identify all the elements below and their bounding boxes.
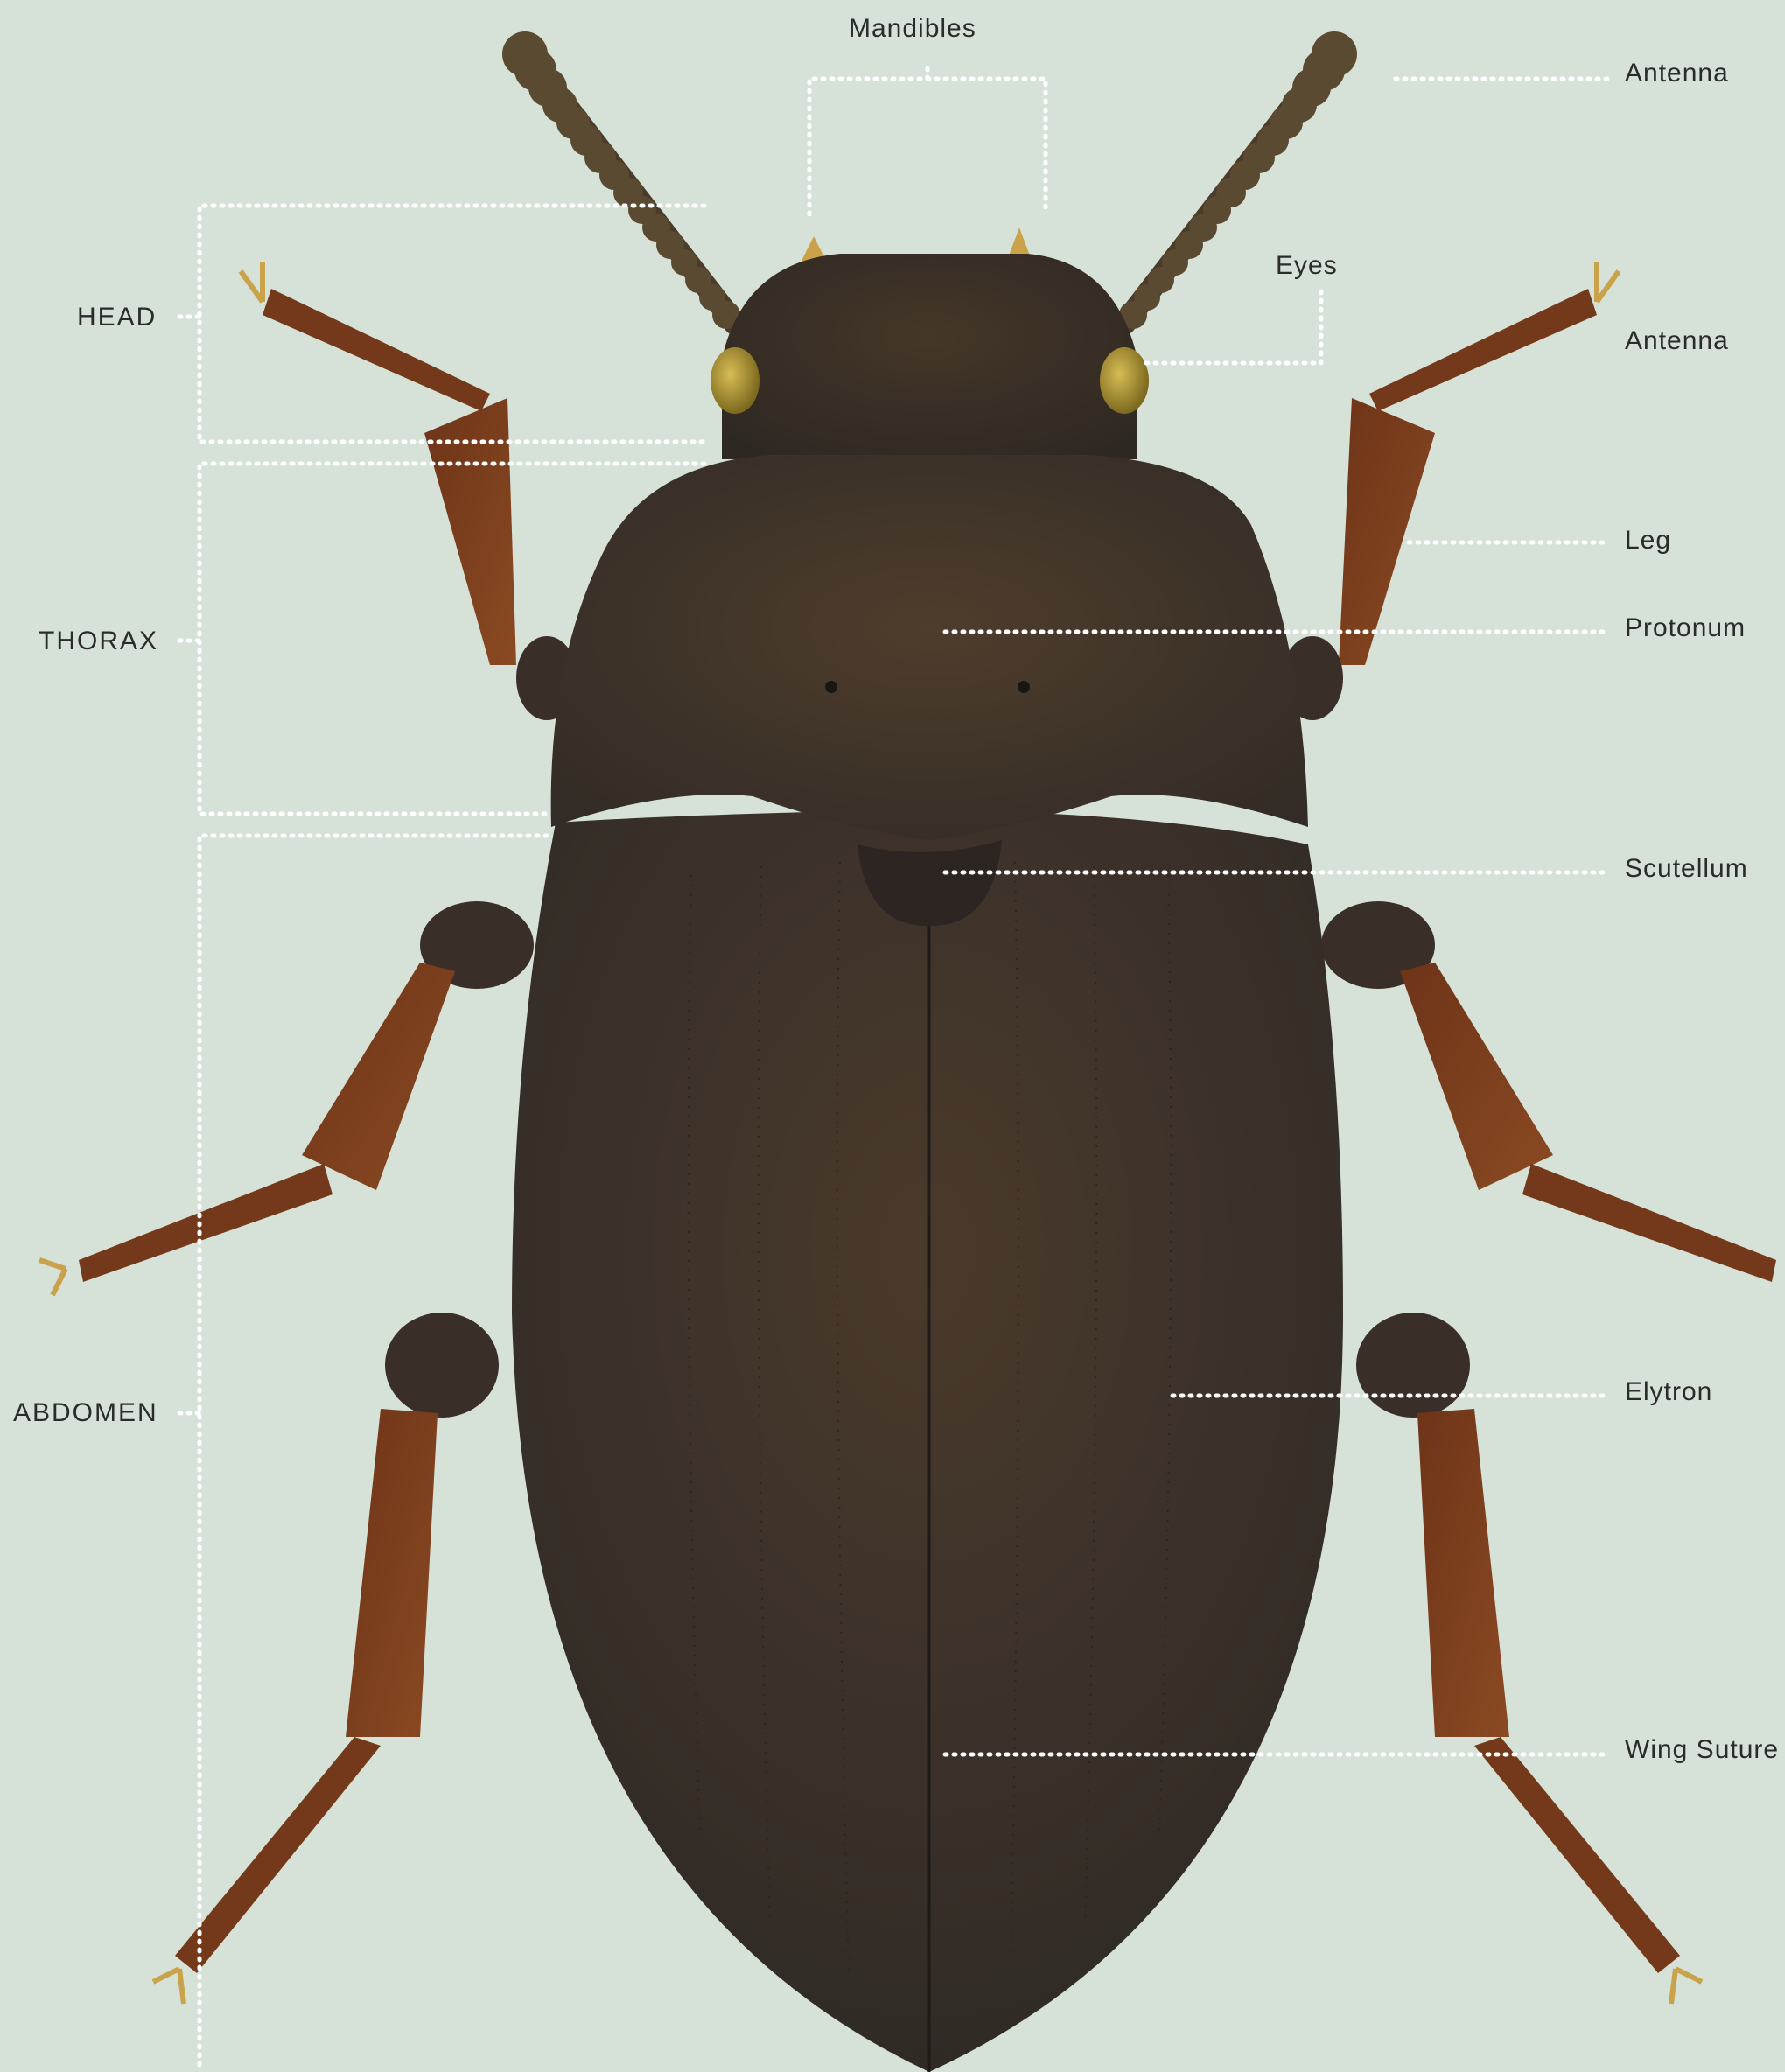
label-elytron: Elytron bbox=[1625, 1379, 1712, 1405]
beetle-head bbox=[710, 228, 1149, 459]
beetle-elytra bbox=[512, 809, 1343, 2072]
label-thorax: THORAX bbox=[38, 628, 158, 654]
label-wing-suture: Wing Suture bbox=[1625, 1737, 1779, 1763]
leg-middle-right bbox=[1321, 901, 1776, 1282]
leg-front-left bbox=[241, 262, 578, 720]
antenna-right bbox=[1119, 32, 1357, 329]
label-scutellum: Scutellum bbox=[1625, 856, 1748, 882]
label-leg: Leg bbox=[1625, 528, 1671, 554]
eye-right bbox=[1100, 347, 1149, 414]
label-antenna-second: Antenna bbox=[1625, 328, 1729, 354]
leg-rear-left bbox=[153, 1312, 499, 2004]
leg-front-right bbox=[1282, 262, 1619, 720]
label-antenna-top: Antenna bbox=[1625, 60, 1729, 87]
leg-middle-left bbox=[39, 901, 534, 1295]
leg-rear-right bbox=[1356, 1312, 1702, 2004]
leader-mandibles bbox=[809, 79, 1046, 214]
label-protonum: Protonum bbox=[1625, 615, 1746, 641]
label-abdomen: ABDOMEN bbox=[13, 1400, 158, 1426]
eye-left bbox=[710, 347, 760, 414]
antenna-left bbox=[502, 32, 740, 329]
label-head: HEAD bbox=[77, 304, 157, 331]
label-eyes: Eyes bbox=[1276, 253, 1338, 279]
beetle-protonum bbox=[551, 455, 1308, 840]
leader-eyes bbox=[1146, 289, 1321, 363]
label-mandibles: Mandibles bbox=[849, 16, 976, 42]
